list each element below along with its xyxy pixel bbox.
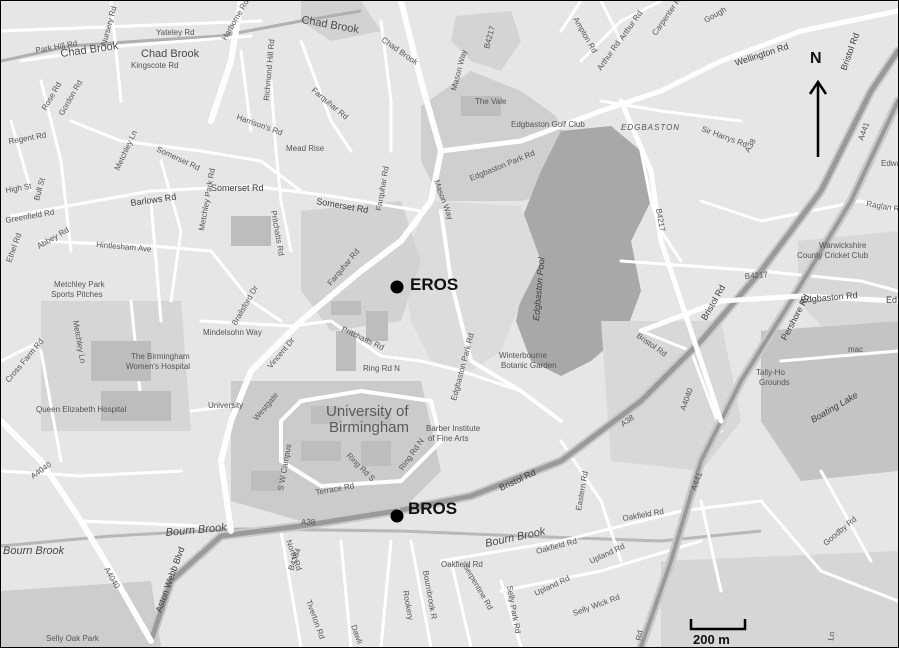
north-arrow: N — [808, 50, 828, 157]
mid-green-area — [601, 321, 741, 471]
the-vale-area — [451, 11, 521, 71]
label-edgbaston: EDGBASTON — [621, 123, 680, 132]
label-edgbaston-golf-club: Edgbaston Golf Club — [511, 120, 585, 129]
label-warwickshire-2: County Cricket Club — [797, 251, 869, 260]
label-university-1: University of — [326, 403, 409, 420]
label-somerset-rd-2: Somerset Rd — [211, 183, 264, 193]
marker-eros[interactable]: EROS — [390, 275, 459, 294]
bros-label: BROS — [408, 499, 457, 518]
label-kingscote-rd: Kingscote Rd — [131, 61, 179, 70]
selly-oak-park-area — [1, 581, 161, 647]
scale-label: 200 m — [693, 632, 730, 647]
label-university-station: University — [208, 401, 243, 410]
buildings — [91, 96, 501, 491]
eros-dot-icon — [390, 280, 404, 294]
label-barber-1: Barber Institute — [426, 424, 481, 433]
label-ln-right: Ln — [826, 631, 836, 641]
south-east-area — [661, 551, 898, 647]
label-bourn-brook-2: Bourn Brook — [165, 522, 227, 539]
label-metchley-park-2: Sports Pitches — [51, 290, 103, 299]
north-arrow-head-icon — [808, 79, 828, 95]
label-tally-ho-2: Grounds — [759, 378, 790, 387]
label-university-2: Birmingham — [329, 419, 409, 436]
label-barber-2: of Fine Arts — [428, 434, 468, 443]
label-bourn-brook-3: Bourn Brook — [3, 545, 65, 557]
label-womens-hospital-2: Women's Hospital — [126, 362, 190, 371]
label-chad-brook-4: Chad Brook — [141, 48, 200, 60]
label-mac: mac — [848, 345, 863, 354]
eros-label: EROS — [410, 275, 458, 294]
label-oakfield-rd-3: Oakfield Rd — [441, 560, 483, 569]
edgbaston-pool-water — [516, 126, 651, 376]
label-edgbaston-rd: Edgbaston Rd — [800, 290, 858, 305]
label-winterbourne-1: Winterbourne — [499, 351, 548, 360]
label-mead-rise: Mead Rise — [286, 144, 325, 153]
campus-ring-road — [279, 388, 444, 489]
label-a38-3: A38 — [301, 518, 316, 527]
label-tally-ho-1: Tally-Ho — [756, 368, 785, 377]
label-yateley-rd: Yateley Rd — [156, 28, 195, 37]
label-queen-elizabeth-hospital: Queen Elizabeth Hospital — [36, 405, 127, 414]
label-womens-hospital-1: The Birmingham — [131, 352, 190, 361]
north-label: N — [810, 50, 822, 67]
label-metchley-park-1: Metchley Park — [54, 280, 106, 289]
label-b4217-2: B4217 — [654, 208, 667, 233]
bros-dot-icon — [390, 509, 404, 523]
label-b4217-3: B4217 — [744, 270, 768, 281]
label-edwa: Edwa — [881, 159, 898, 168]
golf-course-area — [421, 71, 576, 201]
label-rd-bottom: Rd — [634, 630, 645, 642]
label-ed: Ed — [886, 295, 897, 305]
label-warwickshire-1: Warwickshire — [819, 241, 867, 250]
bourn-brook-stream — [1, 527, 762, 548]
label-ring-rd-n-1: Ring Rd N — [363, 364, 400, 373]
label-selly-oak-park: Selly Oak Park — [46, 634, 100, 643]
label-the-vale: The Vale — [475, 97, 507, 106]
scale-bar: 200 m — [689, 619, 747, 647]
label-winterbourne-2: Botanic Garden — [501, 361, 557, 370]
label-mindelsohn-way: Mindelsohn Way — [203, 328, 262, 337]
marker-bros[interactable]: BROS — [390, 499, 458, 523]
chad-brook-stream — [1, 9, 362, 63]
scale-bar-line — [689, 619, 747, 631]
winterbourne-area — [401, 201, 541, 371]
